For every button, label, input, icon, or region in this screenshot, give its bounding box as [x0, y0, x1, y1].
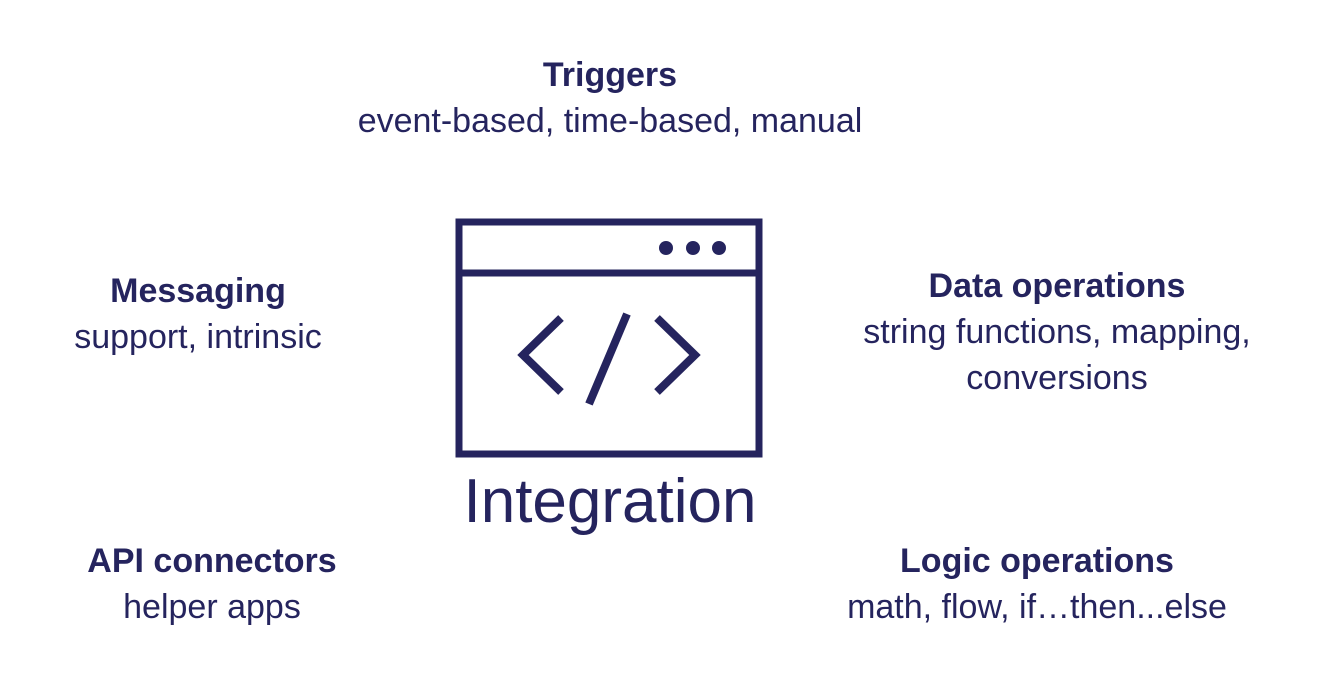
window-frame: [455, 218, 763, 458]
code-bracket-right: [654, 315, 701, 395]
node-triggers: Triggers event-based, time-based, manual: [358, 52, 863, 144]
node-title: Messaging: [110, 272, 286, 310]
node-description: event-based, time-based, manual: [357, 102, 863, 140]
window-dot-3: [712, 241, 726, 255]
node-title: Data operations: [928, 267, 1186, 305]
window-dot-1: [659, 241, 673, 255]
node-description-line-2: conversions: [966, 359, 1148, 397]
node-title: Logic operations: [900, 542, 1174, 580]
node-description: math, flow, if…then...else: [847, 588, 1227, 626]
window-dot-2: [686, 241, 700, 255]
node-api-connectors: API connectors helper apps: [87, 538, 336, 630]
code-slash: [585, 312, 631, 406]
node-description: support, intrinsic: [74, 318, 322, 356]
center-label: Integration: [463, 467, 757, 536]
node-title: Triggers: [542, 56, 678, 94]
code-bracket-left: [517, 315, 564, 395]
node-messaging: Messaging support, intrinsic: [74, 268, 322, 360]
node-logic-operations: Logic operations math, flow, if…then...e…: [847, 538, 1227, 630]
node-title: API connectors: [87, 542, 337, 580]
node-description: helper apps: [123, 588, 301, 626]
code-window-icon: [455, 218, 763, 458]
node-data-operations: Data operations string functions, mappin…: [863, 263, 1250, 401]
node-description-line-1: string functions, mapping,: [863, 313, 1251, 351]
